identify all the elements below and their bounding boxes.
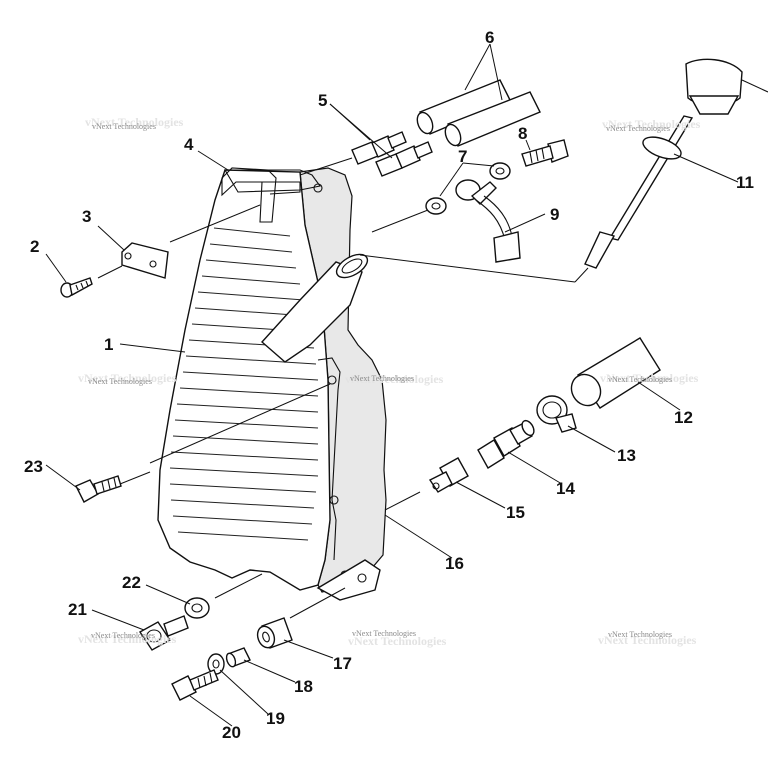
callout-13: 13 [617, 446, 636, 465]
callout-21: 21 [68, 600, 87, 619]
fitting-14 [477, 419, 535, 469]
callout-9: 9 [550, 205, 559, 224]
washer-22 [184, 597, 210, 619]
watermark-ghost: vNext Technologies [78, 632, 177, 646]
callout-19: 19 [266, 709, 285, 728]
callout-12: 12 [674, 408, 693, 427]
callout-4: 4 [184, 135, 194, 154]
callout-leaders [45, 43, 739, 727]
bushing-17 [256, 617, 293, 649]
watermark-ghost: vNext Technologies [78, 371, 177, 385]
dipstick [584, 58, 768, 269]
callout-16: 16 [445, 554, 464, 573]
fitting-15 [428, 457, 469, 493]
oil-tank [157, 167, 387, 601]
watermark: vNext Technologies [88, 377, 152, 386]
bolt-21 [138, 615, 189, 651]
callout-11: 11 [736, 173, 754, 192]
callout-7: 7 [458, 147, 467, 166]
watermark-ghost: vNext Technologies [345, 372, 444, 386]
callout-6: 6 [485, 28, 494, 47]
watermark: vNext Technologies [352, 629, 416, 638]
bolt-20 [171, 669, 219, 701]
bolt-8 [521, 139, 569, 167]
washers-7 [425, 162, 511, 215]
hose-6 [416, 79, 541, 147]
callout-22: 22 [122, 573, 141, 592]
o-ring-11 [642, 136, 682, 160]
watermark-ghost: vNext Technologies [598, 633, 697, 647]
banjo-fitting-9 [455, 179, 521, 263]
callout-numbers: 1 2 3 4 5 6 7 8 9 11 12 13 14 15 16 17 1… [24, 28, 754, 742]
watermark-ghost: vNext Technologies [348, 634, 447, 648]
callout-17: 17 [333, 654, 352, 673]
callout-1: 1 [104, 335, 113, 354]
watermark-ghost: vNext Technologies [600, 371, 699, 385]
callout-18: 18 [294, 677, 313, 696]
assembly-lines [97, 157, 589, 619]
callout-2: 2 [30, 237, 39, 256]
callout-20: 20 [222, 723, 241, 742]
strap-bracket [221, 167, 277, 223]
callout-8: 8 [518, 124, 527, 143]
callout-5: 5 [318, 91, 327, 110]
callout-3: 3 [82, 207, 91, 226]
watermark: vNext Technologies [608, 375, 672, 384]
hose-12 [570, 337, 661, 409]
spacer-18 [225, 647, 251, 668]
watermark: vNext Technologies [606, 124, 670, 133]
screw-2 [60, 277, 93, 298]
callout-14: 14 [556, 479, 575, 498]
hose-clamp-13 [536, 395, 577, 433]
callout-15: 15 [506, 503, 525, 522]
fitting-5a [351, 131, 407, 165]
watermark-ghost: vNext Technologies [602, 117, 701, 131]
watermark: vNext Technologies [91, 631, 155, 640]
fitting-5b [375, 141, 433, 177]
watermark-ghost: vNext Technologies [85, 115, 184, 129]
watermark: vNext Technologies [350, 374, 414, 383]
watermark: vNext Technologies [608, 630, 672, 639]
watermark: vNext Technologies [92, 122, 156, 131]
callout-23: 23 [24, 457, 43, 476]
mounting-plate-3 [121, 242, 169, 279]
bolt-23 [75, 475, 122, 503]
watermarks: vNext Technologies vNext Technologies vN… [78, 115, 701, 648]
